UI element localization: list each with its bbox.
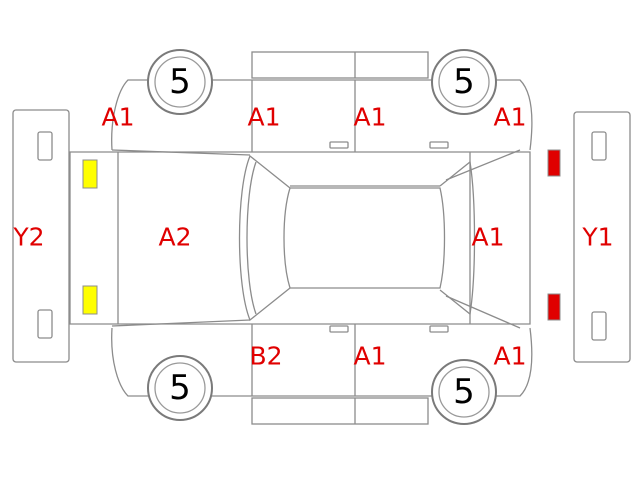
- tire-rear-left-rating: 5: [453, 62, 475, 102]
- front-bumper: [12, 109, 70, 363]
- tire-rear-right-rating: 5: [453, 372, 475, 412]
- code-left-rear-door: A1: [353, 103, 386, 132]
- rear-bumper: [573, 111, 631, 363]
- tire-front-right: 5: [147, 355, 213, 421]
- code-right-front-pillar: B2: [249, 342, 282, 371]
- tire-front-left-rating: 5: [169, 62, 191, 102]
- code-left-rear-quarter: A1: [493, 103, 526, 132]
- tire-rear-right: 5: [431, 359, 497, 425]
- code-right-rear-door: A1: [353, 342, 386, 371]
- code-front-left-fender: A1: [101, 103, 134, 132]
- rear-right-lamp: [547, 293, 561, 321]
- left-side-panels: [111, 51, 533, 185]
- tire-rear-left: 5: [431, 49, 497, 115]
- tire-front-left: 5: [147, 49, 213, 115]
- rear-left-lamp: [547, 149, 561, 177]
- right-side-panels: [111, 290, 533, 425]
- front-right-lamp: [82, 285, 98, 315]
- code-front-bumper: Y2: [12, 223, 44, 252]
- code-rear-panel: A1: [471, 223, 504, 252]
- code-left-front-door: A1: [247, 103, 280, 132]
- code-hood: A2: [158, 223, 191, 252]
- code-right-rear-quarter: A1: [493, 342, 526, 371]
- front-left-lamp: [82, 159, 98, 189]
- car-body: [69, 149, 531, 329]
- code-rear-bumper: Y1: [581, 223, 613, 252]
- tire-front-right-rating: 5: [169, 368, 191, 408]
